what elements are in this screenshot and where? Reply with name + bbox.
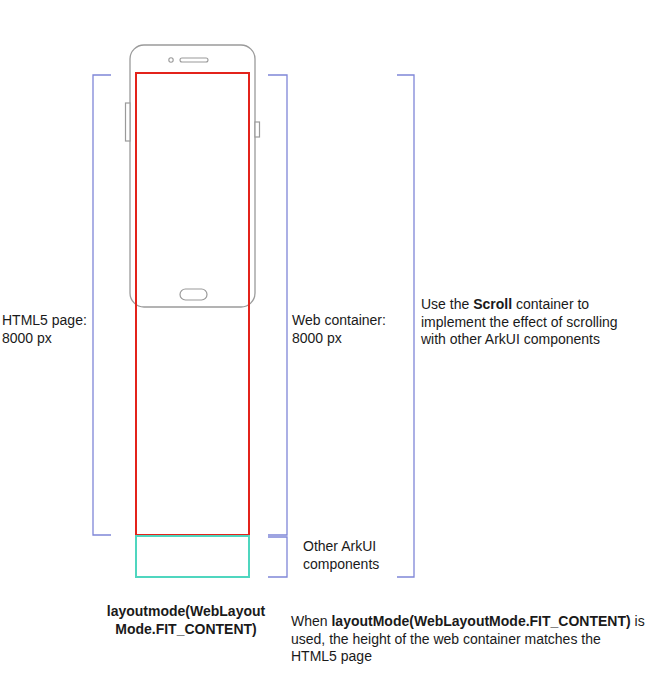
text: Use the <box>421 296 469 312</box>
mode-label: layoutmode(WebLayout Mode.FIT_CONTENT) <box>100 603 272 638</box>
bold-text: layoutmode(WebLayout Mode.FIT_CONTENT) <box>107 603 265 637</box>
camera <box>169 58 173 62</box>
note-text: WhenlayoutMode(WebLayoutMode.FIT_CONTENT… <box>291 613 639 666</box>
side-button <box>126 103 131 141</box>
dimension-label: HTML5 page: 8000 px <box>2 312 90 347</box>
dimension-label: Web container: 8000 px <box>292 312 402 347</box>
bold-text: Scroll <box>473 296 512 312</box>
web-container <box>136 73 249 535</box>
bracket <box>268 75 287 535</box>
text: When <box>291 613 328 629</box>
arkui-components <box>136 536 249 577</box>
component-label: Other ArkUI components <box>303 538 395 573</box>
note-text: Use theScrollcontainer to implement the … <box>421 296 645 349</box>
side-button <box>255 122 260 137</box>
phone-body <box>130 45 255 307</box>
text: Other ArkUI components <box>303 538 379 572</box>
text: Web container: 8000 px <box>292 312 386 346</box>
bold-text: layoutMode(WebLayoutMode.FIT_CONTENT) <box>331 613 630 629</box>
bracket <box>397 75 414 577</box>
text: HTML5 page: 8000 px <box>2 312 87 346</box>
bracket <box>93 75 111 535</box>
bracket <box>268 537 287 577</box>
speaker <box>180 58 208 62</box>
home-button <box>180 289 207 300</box>
